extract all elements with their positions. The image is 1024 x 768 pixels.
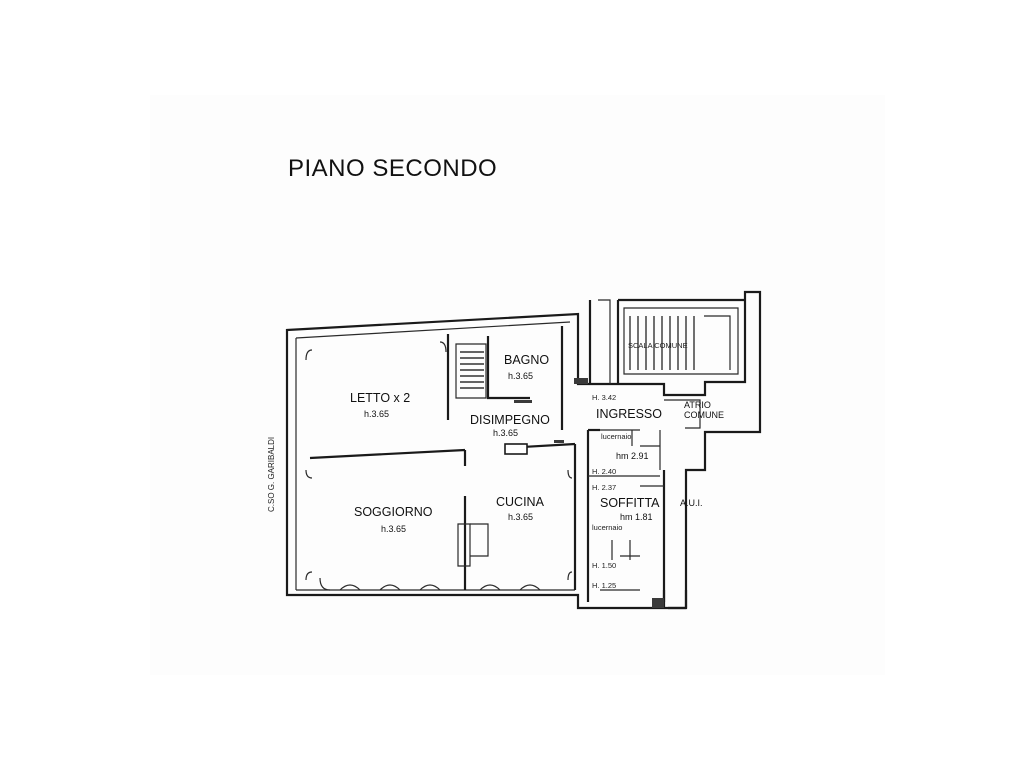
- height-label-125: H. 1.25: [592, 581, 616, 590]
- height-label-240: H. 2.40: [592, 467, 616, 476]
- plan-title: PIANO SECONDO: [288, 155, 497, 182]
- inner-walls: [309, 326, 666, 602]
- wall-hatches: [514, 378, 664, 608]
- ingresso-top-height: H. 3.42: [592, 393, 616, 402]
- plan-sheet: [150, 95, 885, 675]
- window-bays: [305, 341, 573, 591]
- room-ingresso-name: INGRESSO: [596, 407, 662, 421]
- room-soffitta-height: hm 1.81: [620, 512, 653, 522]
- room-soggiorno-height: h.3.65: [381, 524, 406, 534]
- room-scala-name: SCALA COMUNE: [628, 341, 688, 350]
- internal-stair: [455, 343, 487, 399]
- room-bagno-name: BAGNO: [504, 353, 549, 367]
- room-atrio-line2: COMUNE: [684, 410, 724, 420]
- room-soffitta-name: SOFFITTA: [600, 496, 660, 510]
- lucernaio-label-1: lucernaio: [601, 432, 631, 441]
- room-cucina-name: CUCINA: [496, 495, 545, 509]
- height-label-237: H. 2.37: [592, 483, 616, 492]
- room-disimpegno-height: h.3.65: [493, 428, 518, 438]
- room-cucina-height: h.3.65: [508, 512, 533, 522]
- room-bagno-height: h.3.65: [508, 371, 533, 381]
- room-soggiorno-name: SOGGIORNO: [354, 505, 433, 519]
- aui-label: A.U.I.: [680, 498, 703, 508]
- room-ingresso-height: hm 2.91: [616, 451, 649, 461]
- lucernaio-label-2: lucernaio: [592, 523, 622, 532]
- common-stair: [623, 307, 739, 375]
- room-letto-height: h.3.65: [364, 409, 389, 419]
- room-letto-name: LETTO x 2: [350, 391, 410, 405]
- street-label: C.SO G. GARIBALDI: [267, 437, 276, 512]
- height-label-150: H. 1.50: [592, 561, 616, 570]
- room-disimpegno-name: DISIMPEGNO: [470, 413, 550, 427]
- room-atrio-line1: ATRIO: [684, 400, 711, 410]
